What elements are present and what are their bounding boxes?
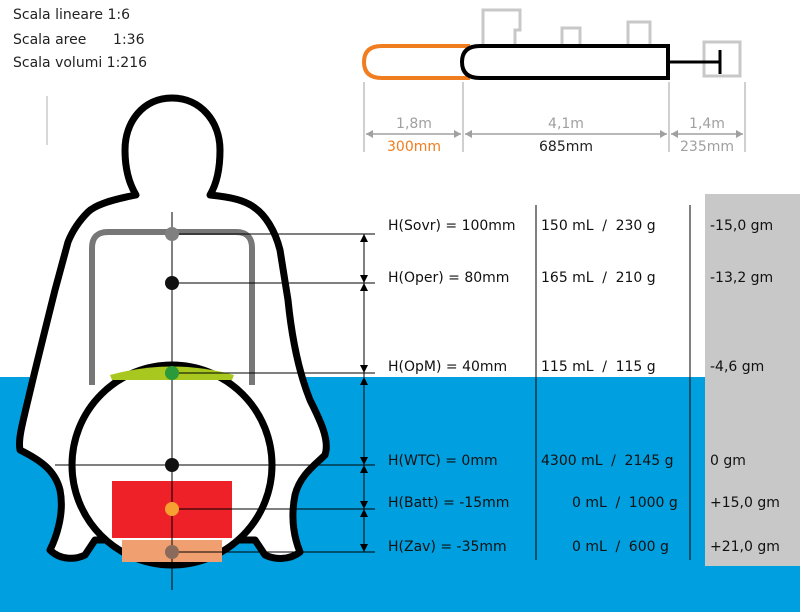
row-moment-zav: +21,0 gm [710,539,780,555]
sail [481,8,522,48]
dim-nose-model: 300mm [387,139,441,155]
volume: 0 mL [572,539,607,555]
separator: / [611,453,616,469]
row-label-sovr: H(Sovr) = 100mm [388,218,516,234]
dim-arrow-8 [360,509,368,517]
volume: 150 mL [541,218,594,234]
scale-area: Scala aree 1:36 [13,32,145,48]
weight: 230 g [615,218,656,234]
dot-wtc [165,458,179,472]
row-label-batt: H(Batt) = -15mm [388,495,510,511]
row-volume-wtc: 4300 mL / 2145 g [541,453,674,469]
row-volume-sovr: 150 mL / 230 g [541,218,656,234]
separator: / [615,539,621,555]
dot-zav [165,545,179,559]
row-label-wtc: H(WTC) = 0mm [388,453,498,469]
dim-arrow-3 [360,365,368,373]
dim-arrow-2 [360,283,368,291]
dot-opm [165,366,179,380]
dim-arrow-9 [360,544,368,552]
dim-stern-model: 235mm [680,139,734,155]
weight: 210 g [615,270,656,286]
row-moment-oper: -13,2 gm [710,270,774,286]
dim-arrow-1 [360,275,368,283]
dim-nose-full: 1,8m [396,116,432,132]
row-label-opm: H(OpM) = 40mm [388,359,508,375]
dim-arrow-4 [360,377,368,385]
hatch-1 [560,26,582,48]
dim-arrow-6 [360,465,368,473]
moment-column [705,194,800,566]
volume: 165 mL [541,270,594,286]
row-volume-oper: 165 mL / 210 g [541,270,656,286]
nose [361,44,470,80]
dim-hull-model: 685mm [539,139,593,155]
dim-arrow-0 [360,234,368,242]
row-moment-sovr: -15,0 gm [710,218,774,234]
volume: 115 mL [541,359,594,375]
dim-hull-full: 4,1m [548,116,584,132]
row-moment-opm: -4,6 gm [710,359,765,375]
submarine-drawing [361,8,742,80]
row-label-oper: H(Oper) = 80mm [388,270,510,286]
dim-stern-full: 1,4m [689,116,725,132]
dim-arrow-5 [360,457,368,465]
hull-body [459,44,670,80]
separator: / [615,495,621,511]
weight: 2145 g [624,453,674,469]
separator: / [602,270,607,286]
separator: / [602,218,607,234]
weight: 600 g [628,539,669,555]
scale-volume: Scala volumi 1:216 [13,55,148,71]
hatch-2 [626,20,652,48]
dot-oper [165,276,179,290]
volume: 4300 mL [541,453,603,469]
row-moment-batt: +15,0 gm [710,495,780,511]
scale-linear: Scala lineare 1:6 [13,7,130,23]
dimension-ticks [363,82,746,152]
row-moment-wtc: 0 gm [710,453,746,469]
separator: / [602,359,607,375]
stern-fin [702,40,742,78]
weight: 1000 g [628,495,678,511]
dot-sovr [165,227,179,241]
dim-arrow-7 [360,501,368,509]
weight: 115 g [615,359,656,375]
row-volume-opm: 115 mL / 115 g [541,359,656,375]
dot-batt [165,502,179,516]
row-volume-zav: 0 mL / 600 g [572,539,669,555]
row-volume-batt: 0 mL / 1000 g [572,495,678,511]
row-label-zav: H(Zav) = -35mm [388,539,507,555]
volume: 0 mL [572,495,607,511]
